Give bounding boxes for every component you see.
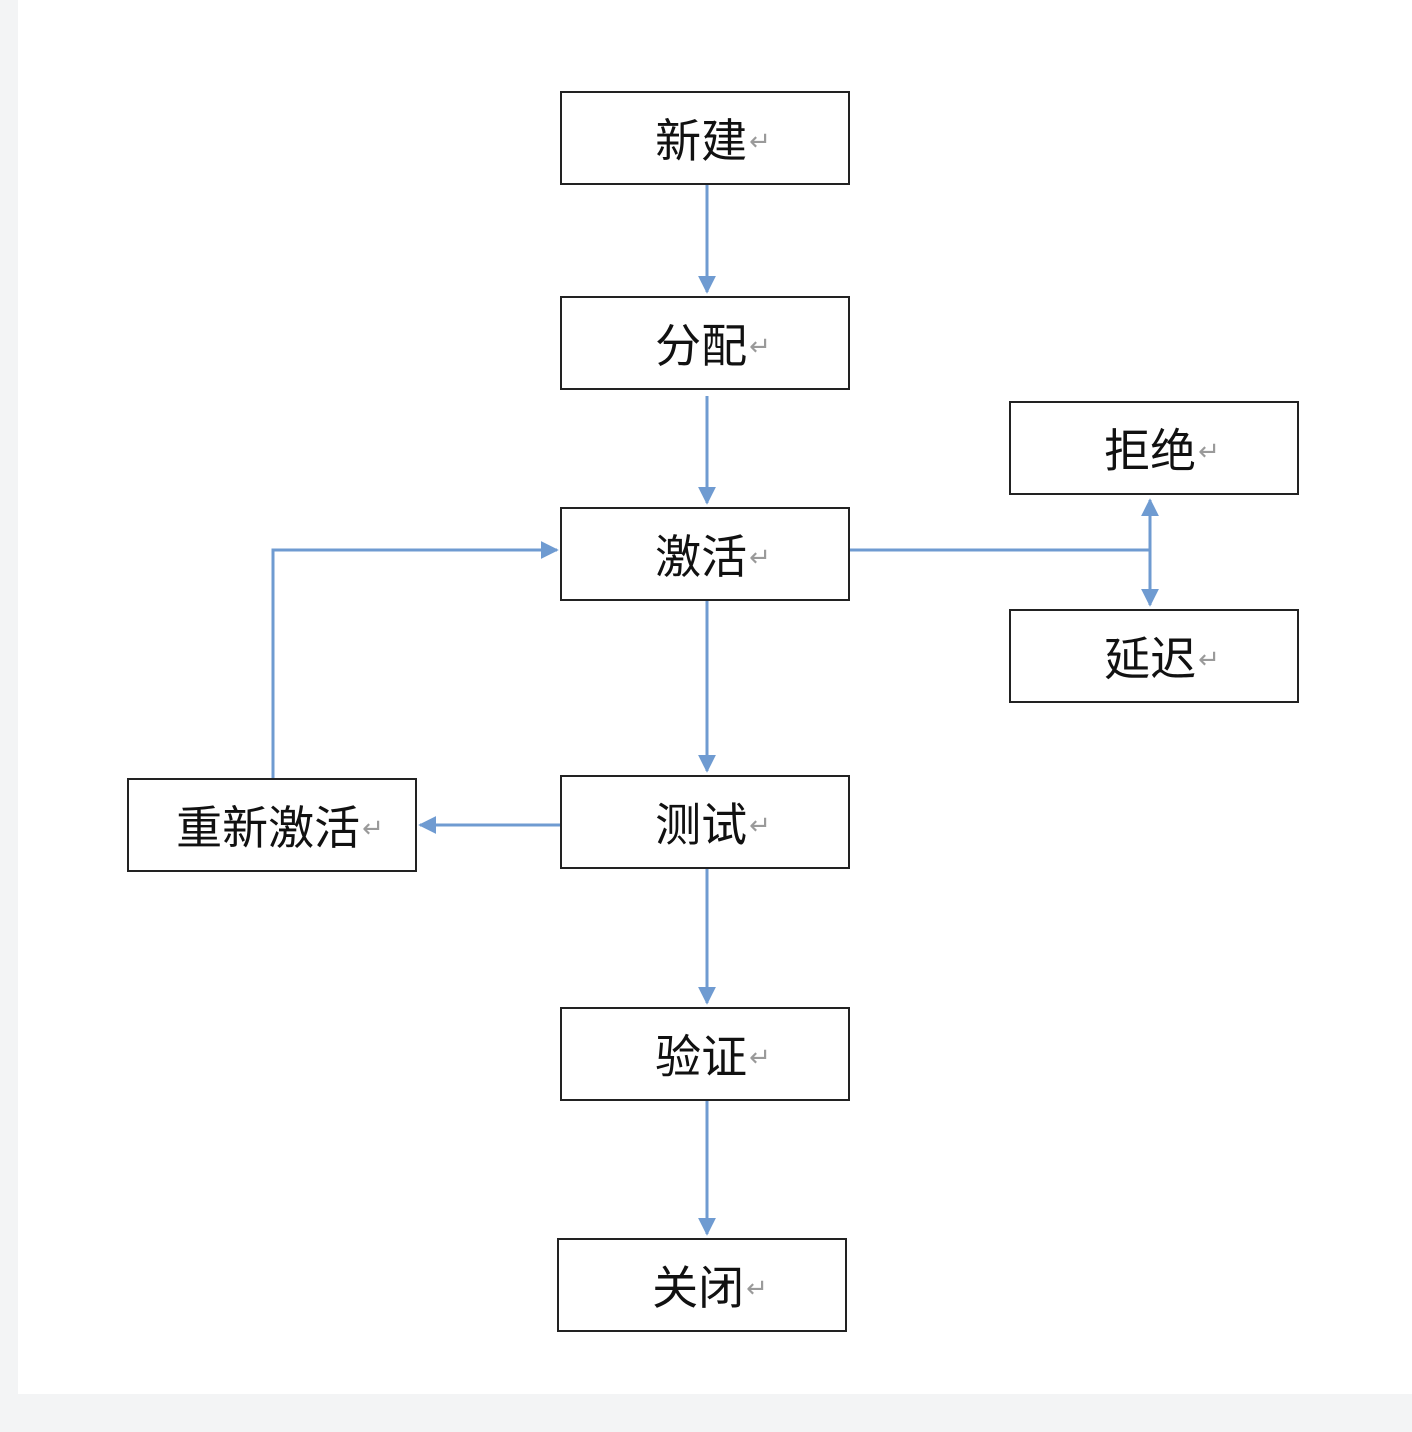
- return-mark-icon: ↵: [749, 332, 771, 362]
- return-mark-icon: ↵: [749, 543, 771, 573]
- node-assign: 分配↵: [560, 296, 850, 390]
- return-mark-icon: ↵: [749, 127, 771, 157]
- node-close-label: 关闭: [652, 1261, 745, 1315]
- node-assign-label: 分配: [655, 319, 748, 373]
- node-activate-label: 激活: [655, 530, 748, 584]
- return-mark-icon: ↵: [362, 814, 384, 844]
- node-test: 测试↵: [560, 775, 850, 869]
- return-mark-icon: ↵: [746, 1274, 768, 1304]
- return-mark-icon: ↵: [749, 811, 771, 841]
- node-test-label: 测试: [655, 798, 748, 852]
- return-mark-icon: ↵: [1198, 437, 1220, 467]
- return-mark-icon: ↵: [1198, 645, 1220, 675]
- node-verify: 验证↵: [560, 1007, 850, 1101]
- node-delay: 延迟↵: [1009, 609, 1299, 703]
- node-reactivate: 重新激活↵: [127, 778, 417, 872]
- node-reject: 拒绝↵: [1009, 401, 1299, 495]
- node-reactivate-label: 重新激活: [176, 801, 361, 855]
- node-close: 关闭↵: [557, 1238, 847, 1332]
- node-delay-label: 延迟: [1104, 632, 1197, 686]
- node-new: 新建↵: [560, 91, 850, 185]
- node-reject-label: 拒绝: [1104, 424, 1197, 478]
- return-mark-icon: ↵: [749, 1043, 771, 1073]
- node-new-label: 新建: [655, 114, 748, 168]
- node-verify-label: 验证: [655, 1030, 748, 1084]
- node-activate: 激活↵: [560, 507, 850, 601]
